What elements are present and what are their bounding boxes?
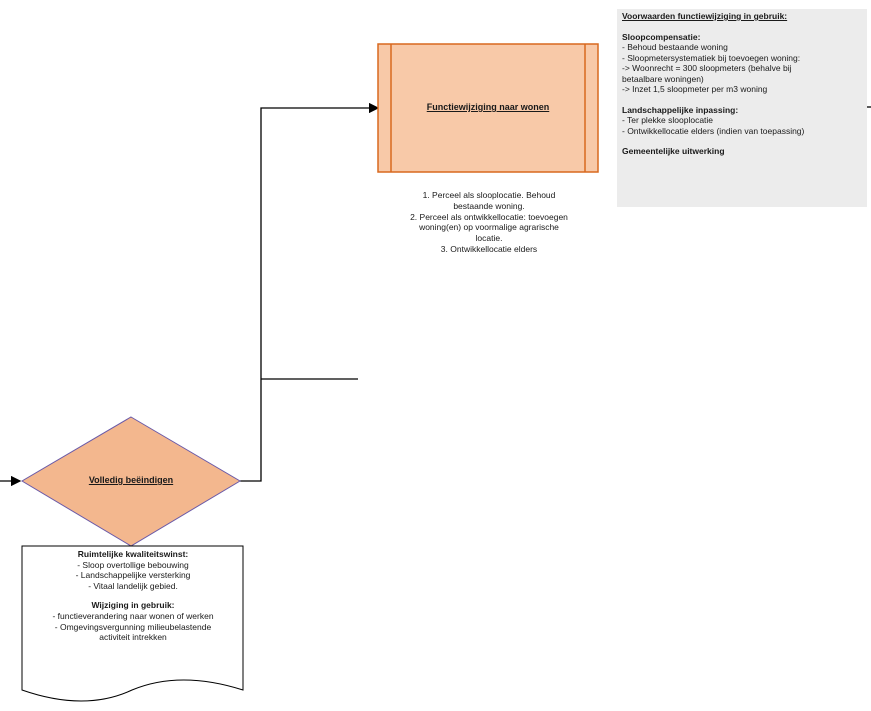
document-shape [21,545,244,702]
document-line: - Omgevingsvergunning milieubelastende [54,621,212,632]
panel-line: - Ontwikkellocatie elders (indien van to… [622,125,805,136]
document-line: - functieverandering naar wonen of werke… [52,610,214,621]
decision-label: Volledig beëindigen [88,475,174,485]
document-line: activiteit intrekken [99,632,167,643]
process-box-label: Functiewijziging naar wonen [426,102,550,112]
section-title-sloopcompensatie: Sloopcompensatie: [622,31,701,42]
process-box [377,43,599,173]
document-line: - Vitaal landelijk gebied. [88,580,178,591]
document-line: - Sloop overtollige bebouwing [77,559,189,570]
document-text: Ruimtelijke kwaliteitswinst: - Sloop ove… [22,549,244,643]
panel-line: - Sloopmetersystematiek bij toevoegen wo… [622,52,801,63]
document-line: - Landschappelijke versterking [75,570,191,581]
list-item: 2. Perceel als ontwikkellocatie: toevoeg… [410,211,568,222]
panel-line: - Behoud bestaande woning [622,42,728,52]
document-heading: Ruimtelijke kwaliteitswinst: [77,549,189,559]
panel-line: -> Woonrecht = 300 sloopmeters (behalve … [622,63,792,73]
list-item: bestaande woning. [453,200,525,211]
connector-main [240,102,380,482]
panel-title: Voorwaarden functiewijziging in gebruik: [622,11,788,21]
panel-line: -> Inzet 1,5 sloopmeter per m3 woning [622,84,768,94]
list-item: 1. Perceel als slooplocatie. Behoud [422,190,556,200]
conditions-panel: Voorwaarden functiewijziging in gebruik:… [617,9,867,207]
section-title-landschappelijke-inpassing: Landschappelijke inpassing: [622,104,739,115]
list-item: locatie. [475,233,503,244]
panel-line: - Ter plekke slooplocatie [622,115,714,125]
list-item: woning(en) op voormalige agrarische [419,222,559,233]
document-heading: Wijziging in gebruik: [91,600,175,611]
section-title-gemeentelijke-uitwerking: Gemeentelijke uitwerking [622,146,725,156]
panel-line: betaalbare woningen) [622,73,704,84]
numbered-list: 1. Perceel als slooplocatie. Behoud best… [378,190,600,255]
list-item: 3. Ontwikkellocatie elders [440,243,538,254]
